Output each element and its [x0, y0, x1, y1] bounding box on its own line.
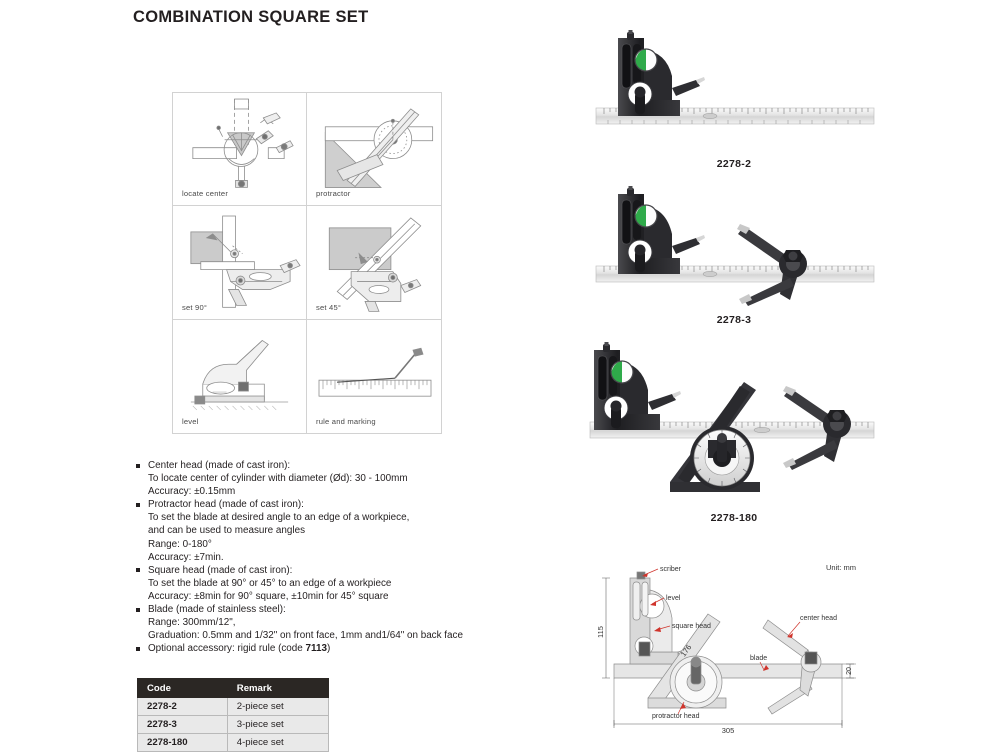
table-header-remark: Remark	[226, 678, 330, 698]
dimension-height: 115	[596, 626, 605, 638]
spec-heading: Center head (made of cast iron):	[148, 460, 291, 471]
spec-line: Accuracy: ±8min for 90° square, ±10min f…	[148, 590, 389, 602]
illustration-caption: locate center	[182, 189, 229, 199]
square-90-usage-art	[173, 206, 306, 318]
unit-note: Unit: mm	[826, 563, 856, 572]
table-cell-code: 2278-180	[137, 733, 228, 752]
illustration-caption: level	[182, 417, 199, 426]
spec-line: To set the blade at desired angle to an …	[148, 512, 410, 524]
bullet-icon	[136, 502, 140, 507]
spec-line: To set the blade at 90° or 45° to an edg…	[148, 577, 392, 589]
spec-item-optional-accessory: Optional accessory: rigid rule (code 711…	[136, 642, 606, 655]
dimension-blade-width: 20	[846, 667, 853, 675]
table-header-code: Code	[137, 678, 228, 698]
dimension-drawing: 115 176 20 305 scriber	[592, 556, 860, 736]
bullet-icon	[136, 463, 140, 468]
callout-scriber: scriber	[660, 566, 682, 573]
callout-center-head: center head	[800, 615, 837, 622]
bullet-icon	[136, 607, 140, 612]
dimension-overall-length: 305	[722, 726, 735, 735]
spec-line: Accuracy: ±7min.	[148, 551, 224, 563]
spec-item-square-head: Square head (made of cast iron): To set …	[136, 564, 606, 603]
illustration-cell-set-45: set 45°	[307, 206, 441, 320]
spec-heading: Blade (made of stainless steel):	[148, 604, 286, 616]
illustration-cell-set-90: set 90°	[173, 206, 307, 320]
product-label: 2278-3	[716, 314, 752, 326]
illustration-caption: protractor	[316, 189, 351, 199]
spec-heading: Protractor head (made of cast iron):	[148, 499, 304, 511]
table-cell-remark: 3-piece set	[226, 715, 330, 734]
usage-illustration-grid: locate center	[172, 92, 442, 434]
table-row: 2278-3 3-piece set	[137, 715, 330, 734]
illustration-caption: set 90°	[182, 302, 208, 312]
page-title: COMBINATION SQUARE SET	[133, 8, 369, 26]
product-label: 2278-2	[716, 158, 752, 170]
spec-heading-accessory-close: )	[326, 643, 331, 655]
spec-item-blade: Blade (made of stainless steel): Range: …	[136, 603, 606, 642]
callout-square-head: square head	[672, 623, 711, 630]
table-cell-remark: 2-piece set	[226, 697, 330, 716]
spec-line: To locate center of cylinder with diamet…	[148, 473, 408, 485]
spec-line: Range: 0-180°	[148, 538, 212, 550]
table-header-row: Code Remark	[137, 678, 330, 698]
protractor-usage-art	[307, 93, 441, 205]
illustration-cell-level: level	[173, 319, 307, 433]
accessory-code: 7113	[305, 643, 327, 655]
center-head-usage-art	[173, 93, 306, 205]
spec-item-protractor-head: Protractor head (made of cast iron): To …	[136, 498, 606, 563]
product-photo-2278-3: 2278-3	[584, 182, 884, 332]
spec-heading: Square head (made of cast iron):	[148, 564, 293, 576]
spec-item-center-head: Center head (made of cast iron): To loca…	[136, 459, 606, 498]
table-row: 2278-180 4-piece set	[137, 733, 330, 752]
callout-blade: blade	[750, 655, 767, 662]
illustration-caption: set 45°	[316, 302, 342, 312]
spec-heading-accessory: Optional accessory: rigid rule (code 711…	[148, 642, 606, 655]
specification-list: Center head (made of cast iron): To loca…	[136, 459, 606, 655]
product-photo-2278-2: 2278-2	[584, 30, 884, 175]
product-photo-2278-180: 2278-180	[584, 340, 884, 530]
illustration-cell-rule-marking: rule and marking	[307, 320, 441, 433]
bullet-icon	[136, 646, 140, 651]
spec-line: and can be used to measure angles	[148, 525, 306, 537]
spec-line: Graduation: 0.5mm and 1/32" on front fac…	[148, 630, 463, 642]
level-usage-art	[173, 320, 306, 433]
table-cell-code: 2278-2	[137, 697, 228, 716]
product-label: 2278-180	[710, 512, 758, 524]
spec-heading-accessory-text: Optional accessory: rigid rule (code	[148, 643, 306, 655]
table-cell-remark: 4-piece set	[226, 733, 330, 752]
table-row: 2278-2 2-piece set	[137, 697, 330, 716]
spec-line: Range: 300mm/12",	[148, 617, 236, 629]
rule-marking-usage-art	[307, 320, 441, 433]
bullet-icon	[136, 568, 140, 573]
callout-level: level	[666, 595, 681, 602]
callout-protractor-head: protractor head	[652, 713, 700, 720]
spec-line: Accuracy: ±0.15mm	[148, 486, 236, 498]
product-code-table: Code Remark 2278-2 2-piece set 2278-3 3-…	[137, 678, 330, 752]
illustration-cell-locate-center: locate center	[173, 93, 307, 207]
illustration-caption: rule and marking	[316, 417, 376, 426]
table-cell-code: 2278-3	[137, 715, 228, 734]
illustration-cell-protractor: protractor	[307, 93, 441, 207]
square-45-usage-art	[307, 206, 441, 318]
